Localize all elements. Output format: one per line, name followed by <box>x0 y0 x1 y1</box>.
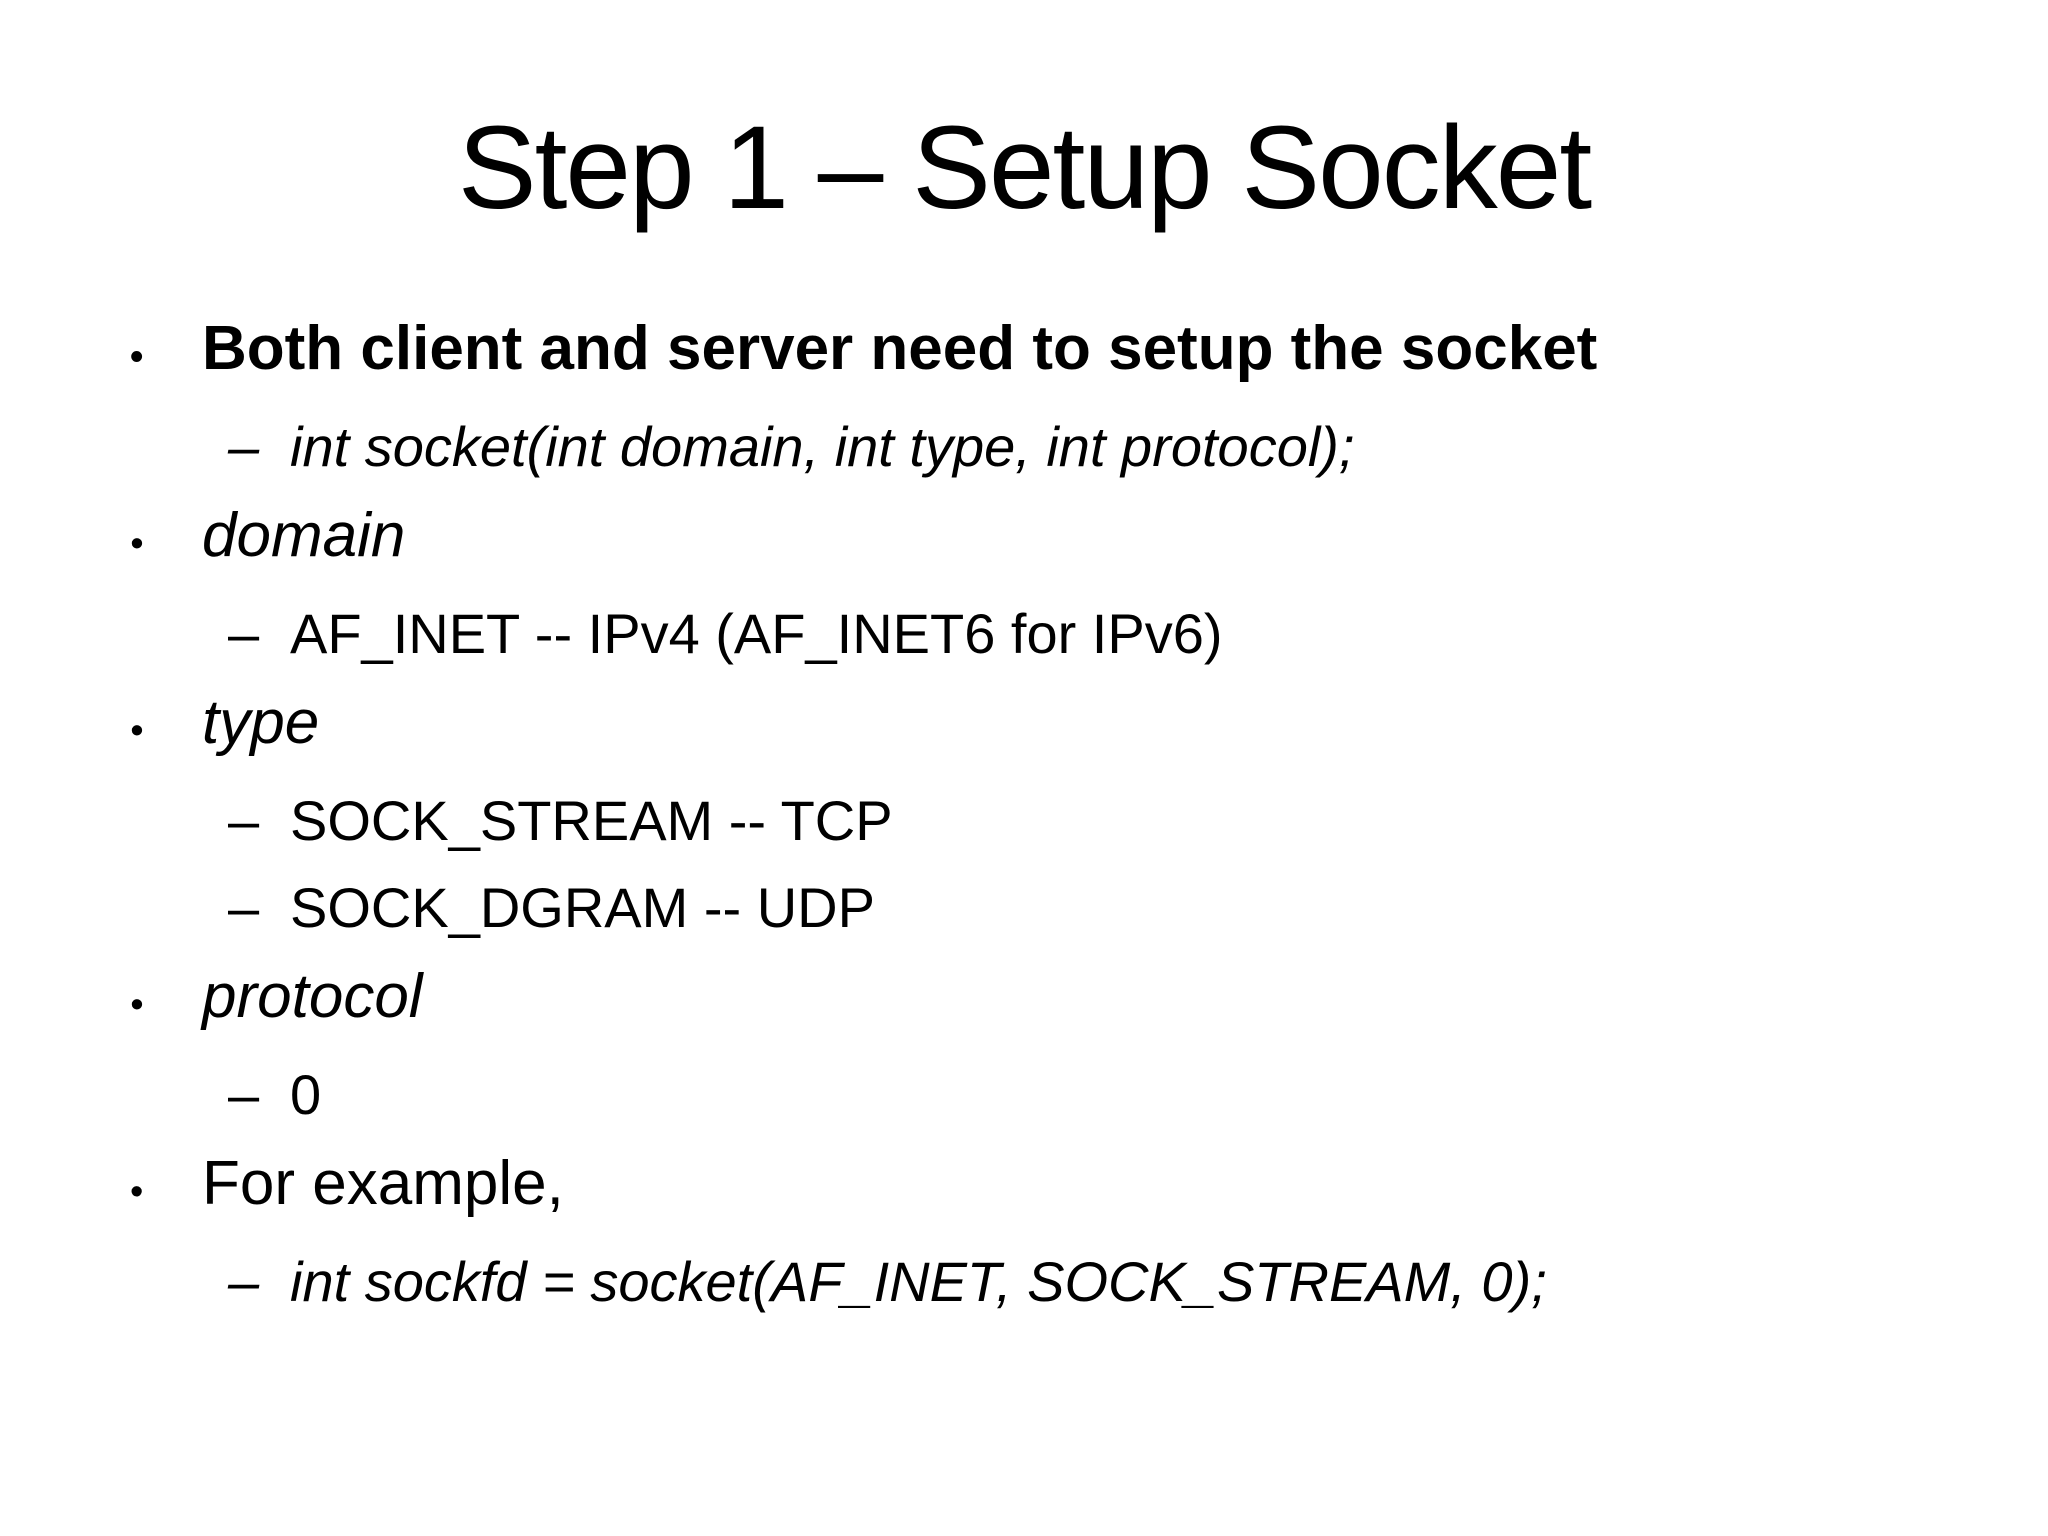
bullet-text: 0 <box>290 1063 322 1127</box>
bullet-item: – int socket(int domain, int type, int p… <box>130 403 1988 490</box>
bullet-text: For example, <box>202 1149 564 1219</box>
bullet-item: • domain <box>130 490 1988 590</box>
bullet-list: • Both client and server need to setup t… <box>0 303 2048 1325</box>
bullet-marker-icon: – <box>228 789 260 853</box>
bullet-item: • Both client and server need to setup t… <box>130 303 1988 403</box>
bullet-text: SOCK_DGRAM -- UDP <box>290 876 875 940</box>
bullet-item: – SOCK_DGRAM -- UDP <box>130 864 1988 951</box>
bullet-marker-icon: – <box>228 1063 260 1127</box>
bullet-marker-icon: – <box>228 876 260 940</box>
bullet-item: – AF_INET -- IPv4 (AF_INET6 for IPv6) <box>130 590 1988 677</box>
bullet-marker-icon: • <box>130 710 144 753</box>
bullet-marker-icon: • <box>130 336 144 379</box>
bullet-text: SOCK_STREAM -- TCP <box>290 789 893 853</box>
bullet-text: int socket(int domain, int type, int pro… <box>290 415 1355 479</box>
bullet-marker-icon: – <box>228 1250 260 1314</box>
bullet-text: protocol <box>202 962 423 1032</box>
bullet-marker-icon: • <box>130 1171 144 1214</box>
bullet-item: – 0 <box>130 1051 1988 1138</box>
bullet-text: type <box>202 688 320 758</box>
bullet-text: int sockfd = socket(AF_INET, SOCK_STREAM… <box>290 1250 1547 1314</box>
bullet-text: AF_INET -- IPv4 (AF_INET6 for IPv6) <box>290 602 1223 666</box>
bullet-marker-icon: – <box>228 415 260 479</box>
bullet-marker-icon: • <box>130 523 144 566</box>
bullet-text: domain <box>202 501 406 571</box>
bullet-marker-icon: • <box>130 984 144 1027</box>
bullet-item: • type <box>130 677 1988 777</box>
bullet-text: Both client and server need to setup the… <box>202 314 1598 384</box>
bullet-item: • protocol <box>130 951 1988 1051</box>
bullet-marker-icon: – <box>228 602 260 666</box>
bullet-item: – int sockfd = socket(AF_INET, SOCK_STRE… <box>130 1238 1988 1325</box>
bullet-item: – SOCK_STREAM -- TCP <box>130 777 1988 864</box>
slide-title: Step 1 – Setup Socket <box>457 102 1592 234</box>
bullet-item: • For example, <box>130 1138 1988 1238</box>
